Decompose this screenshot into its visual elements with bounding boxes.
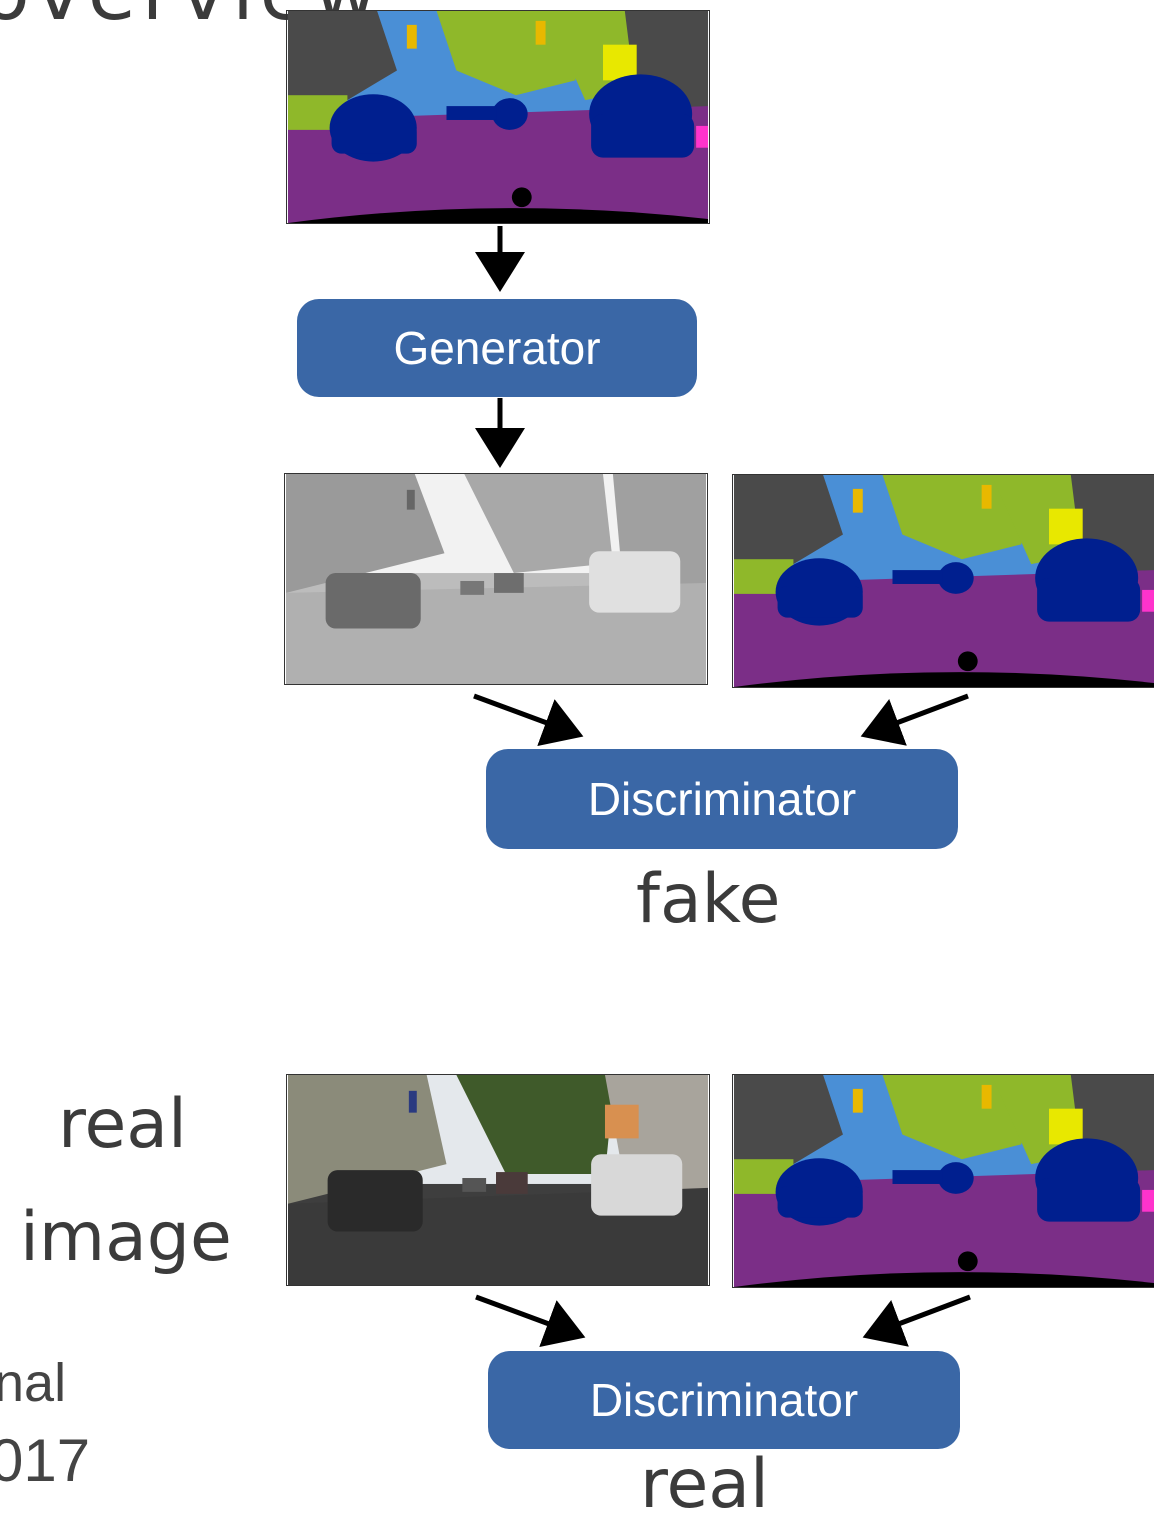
generator-box: Generator xyxy=(297,299,697,397)
real-image-label-line2: image xyxy=(20,1198,232,1277)
arrow-seg-to-discriminator-top xyxy=(860,693,969,746)
real-photo xyxy=(286,1074,710,1286)
real-image-label-line1: real xyxy=(58,1085,187,1164)
footnote-line2: 017 xyxy=(0,1427,91,1494)
segmentation-map-fake-pair xyxy=(732,474,1154,688)
segmentation-map-real-pair xyxy=(732,1074,1154,1288)
arrow-seg-to-discriminator-bottom xyxy=(862,1294,971,1347)
fake-label: fake xyxy=(636,860,781,939)
arrow-fake-to-discriminator xyxy=(473,693,584,747)
segmentation-map-input xyxy=(286,10,710,224)
generated-image xyxy=(284,473,708,685)
discriminator-box-bottom: Discriminator xyxy=(488,1351,960,1449)
discriminator-box-top: Discriminator xyxy=(486,749,958,849)
footnote-line1: nal xyxy=(0,1353,67,1413)
real-label: real xyxy=(640,1445,769,1524)
arrow-real-to-discriminator xyxy=(475,1294,586,1348)
